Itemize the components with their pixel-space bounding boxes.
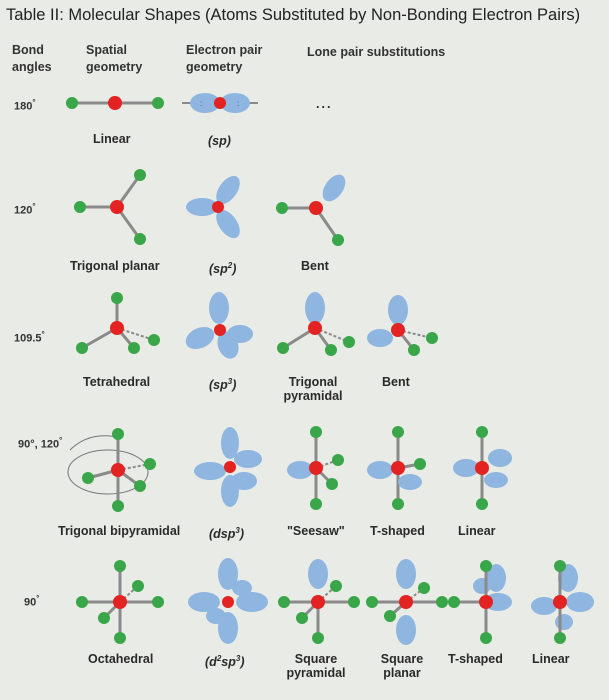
angle-90-120: 90°, 120°: [18, 436, 62, 451]
linear-molecule-oct: [531, 560, 594, 644]
svg-text::: :: [200, 99, 202, 108]
bent-molecule-109: [367, 295, 438, 356]
t-shaped-molecule-oct: [448, 560, 512, 644]
degree-sign: °: [36, 594, 40, 603]
svg-text::: :: [237, 99, 239, 108]
header-spatial-line2: geometry: [86, 60, 143, 74]
header-spatial-geometry: Spatial geometry: [86, 42, 142, 76]
label-t-shaped-oct: T-shaped: [448, 652, 503, 666]
degree-sign: °: [32, 202, 36, 211]
degree-sign: °: [32, 98, 36, 107]
label-sp2-sup: 2: [227, 261, 233, 270]
degree-sign: °: [59, 436, 63, 445]
label-seesaw: "Seesaw": [287, 524, 345, 538]
trigonal-planar-molecule: [74, 169, 146, 245]
header-electron-line2: geometry: [186, 60, 243, 74]
d2sp3-electron-geometry: [188, 558, 268, 644]
label-sp: (sp): [208, 134, 231, 148]
bent-molecule-120: [276, 174, 346, 246]
angle-180-value: 180: [14, 100, 33, 113]
sp-electron-geometry: ::: [182, 93, 258, 113]
trigonal-pyramidal-molecule: [277, 292, 355, 356]
angle-90-value: 90: [24, 596, 37, 609]
label-bent-109: Bent: [382, 375, 410, 389]
table-title: Table II: Molecular Shapes (Atoms Substi…: [6, 6, 581, 24]
label-octahedral: Octahedral: [88, 652, 154, 666]
label-linear: Linear: [93, 132, 131, 146]
label-sp3-sup: 3: [227, 377, 233, 386]
square-planar-molecule: [366, 559, 448, 645]
header-spatial-line1: Spatial: [86, 43, 127, 57]
header-electron-line1: Electron pair: [186, 43, 263, 57]
label-sp2-text: (sp: [209, 262, 228, 277]
sp3-electron-geometry: [185, 292, 253, 359]
label-sp2: (sp2): [209, 261, 237, 277]
label-trigonal-planar: Trigonal planar: [70, 259, 160, 273]
label-bent-120: Bent: [301, 259, 329, 273]
label-d2sp3-text: (d: [205, 655, 217, 670]
square-pyramidal-molecule: [278, 559, 360, 644]
label-square-pyramidal: Square pyramidal: [286, 652, 346, 680]
label-square-planar: Square planar: [380, 652, 424, 680]
label-trigonal-bipyramidal: Trigonal bipyramidal: [58, 524, 181, 538]
label-sp3: (sp3): [209, 377, 237, 393]
angle-120-value: 120: [14, 204, 33, 217]
label-d2sp3-mid: sp: [221, 655, 236, 670]
t-shaped-molecule-tbp: [367, 426, 426, 510]
label-d2sp3-sup1: 2: [216, 654, 222, 663]
angle-120: 120°: [14, 202, 36, 217]
angle-90: 90°: [24, 594, 39, 609]
label-tetrahedral: Tetrahedral: [83, 375, 151, 389]
degree-sign: °: [41, 330, 45, 339]
seesaw-molecule: [287, 426, 344, 510]
linear-molecule-tbp: [453, 426, 512, 510]
label-dsp3-text: (dsp: [209, 527, 236, 542]
label-d2sp3-sup2: 3: [235, 654, 241, 663]
label-linear-oct: Linear: [532, 652, 570, 666]
linear-molecule: [66, 96, 164, 110]
angle-109-value: 109.5: [14, 332, 42, 345]
label-trigonal-pyramidal: Trigonal pyramidal: [283, 375, 343, 403]
lone-pair-placeholder: ...: [316, 97, 333, 111]
header-electron-pair-geometry: Electron pair geometry: [186, 42, 262, 76]
header-bond-angles: Bond angles: [12, 42, 52, 76]
label-dsp3-sup: 3: [235, 526, 240, 535]
header-bond-angles-line2: angles: [12, 60, 52, 74]
label-t-shaped-tbp: T-shaped: [370, 524, 425, 538]
label-linear-tbp: Linear: [458, 524, 496, 538]
tetrahedral-molecule: [76, 292, 160, 354]
sp2-electron-geometry: [186, 175, 240, 239]
label-d2sp3: (d2sp3): [205, 654, 245, 670]
trigonal-bipyramidal-molecule: [67, 428, 156, 512]
header-lone-pair-substitutions: Lone pair substitutions: [307, 45, 446, 59]
dsp3-electron-geometry: [194, 427, 262, 507]
header-bond-angles-line1: Bond: [12, 43, 44, 57]
angle-109-5: 109.5°: [14, 330, 45, 345]
label-sp3-text: (sp: [209, 378, 228, 393]
angle-180: 180°: [14, 98, 36, 113]
angle-90-120-value: 90°, 120: [18, 438, 60, 451]
octahedral-molecule: [76, 560, 164, 644]
label-dsp3: (dsp3): [209, 526, 245, 542]
